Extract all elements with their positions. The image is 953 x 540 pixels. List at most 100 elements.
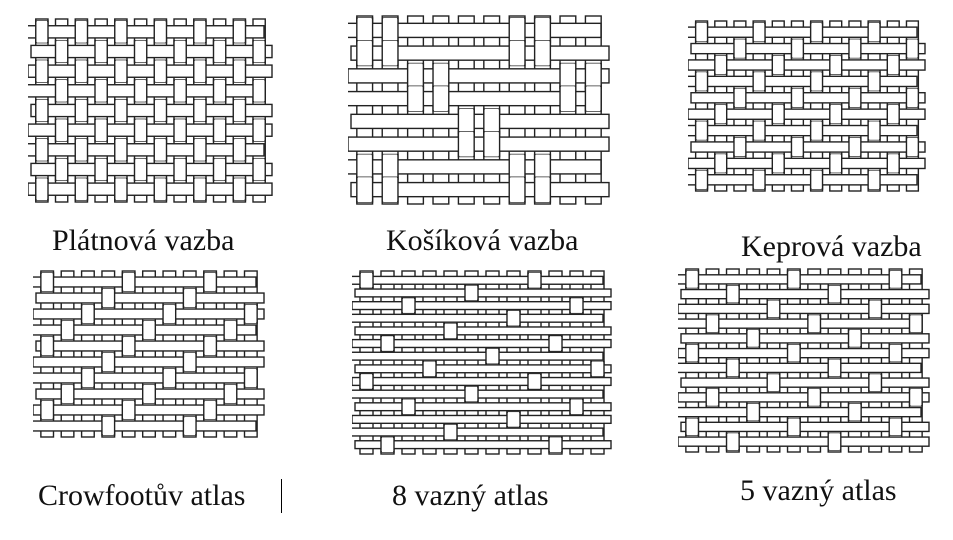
weft-thread [354, 364, 612, 374]
warp-float-fill [204, 337, 216, 355]
weft-thread [35, 292, 265, 304]
weft-thread [690, 141, 926, 153]
warp-float-fill [888, 154, 899, 173]
warp-float-fill [383, 154, 397, 180]
warp-float-fill [408, 86, 423, 111]
weft-thread [33, 308, 265, 320]
weft-thread [688, 26, 918, 38]
warp-float-fill [164, 369, 175, 387]
warp-float-fill [96, 80, 107, 102]
basket-weave-diagram [348, 15, 610, 205]
warp-float-fill [383, 40, 397, 66]
weft-thread [352, 351, 604, 361]
weft-thread [690, 92, 926, 104]
warp-float-fill [135, 40, 146, 63]
weft-thread [28, 182, 273, 196]
warp-float-fill [869, 23, 880, 42]
weft-thread [680, 377, 930, 388]
warp-float-fill [792, 137, 803, 157]
warp-float-fill [62, 321, 73, 339]
warp-float-fill [754, 23, 765, 42]
warp-float-fill [115, 60, 126, 82]
warp-float-fill [792, 88, 803, 107]
warp-float-fill [254, 158, 265, 181]
warp-float-fill [96, 119, 107, 141]
warp-float-fill [96, 40, 107, 63]
crowfoot-satin-diagram [33, 270, 265, 438]
weft-thread [688, 108, 926, 120]
warp-float-fill [586, 86, 601, 111]
eight-harness-satin-svg [352, 270, 612, 455]
warp-float-fill [434, 63, 448, 89]
warp-float-fill [734, 88, 745, 107]
warp-float-fill [204, 401, 216, 419]
warp-float-fill [123, 337, 134, 355]
warp-float-fill [707, 315, 718, 332]
warp-float-fill [507, 412, 520, 427]
warp-float-fill [234, 21, 245, 43]
warp-float-fill [214, 80, 225, 102]
warp-float-fill [76, 139, 87, 161]
warp-float-fill [225, 385, 236, 403]
warp-float-fill [214, 119, 225, 141]
warp-float-fill [357, 18, 372, 43]
warp-float-fill [184, 289, 196, 307]
warp-float-fill [869, 374, 881, 391]
warp-float-fill [115, 178, 126, 200]
warp-float-fill [768, 300, 779, 318]
warp-float-fill [715, 105, 726, 124]
warp-float-fill [890, 344, 901, 362]
warp-float-fill [214, 158, 225, 181]
warp-float-fill [423, 361, 436, 377]
warp-float-fill [36, 60, 47, 82]
warp-float-fill [829, 359, 840, 377]
warp-float-fill [381, 437, 394, 452]
warp-float-fill [907, 39, 918, 58]
warp-float-fill [507, 310, 520, 326]
plain-weave-diagram [28, 18, 273, 203]
warp-float-fill [715, 154, 726, 173]
weft-thread [678, 406, 922, 418]
plain-weave-svg [28, 18, 273, 203]
weft-thread [354, 326, 612, 336]
weft-thread [33, 372, 257, 384]
warp-float-fill [143, 321, 155, 339]
weft-thread [354, 402, 612, 412]
warp-float-fill [76, 178, 87, 200]
weft-thread [354, 440, 612, 450]
warp-thread [752, 20, 766, 192]
weft-thread [678, 392, 930, 403]
weft-thread [30, 162, 273, 177]
warp-float-fill [194, 139, 205, 161]
warp-float-fill [465, 285, 478, 301]
warp-float-fill [123, 273, 134, 291]
crowfoot-satin-caption: Crowfootův atlas [38, 479, 246, 512]
warp-float-fill [36, 21, 47, 43]
warp-float-fill [434, 86, 448, 111]
plain-weave-caption: Plátnová vazba [52, 224, 235, 257]
weft-thread [35, 340, 265, 352]
warp-float-fill [754, 170, 765, 189]
warp-float-fill [686, 344, 698, 362]
weft-thread [352, 275, 604, 285]
five-harness-satin-svg [678, 268, 930, 453]
warp-float-fill [907, 88, 918, 107]
warp-float-fill [888, 105, 899, 124]
weft-thread [678, 436, 930, 447]
crowfoot-satin-svg [33, 270, 265, 438]
warp-float-fill [465, 386, 478, 402]
warp-float-fill [869, 121, 880, 140]
warp-float-fill [234, 60, 245, 82]
warp-float-fill [383, 177, 397, 202]
warp-float-fill [890, 418, 901, 436]
warp-float-fill [62, 385, 73, 403]
twill-weave-diagram [688, 20, 926, 192]
warp-float-fill [734, 137, 745, 157]
warp-float-fill [570, 298, 583, 313]
warp-float-fill [383, 18, 397, 43]
warp-float-fill [402, 399, 415, 415]
weft-thread [352, 313, 604, 323]
warp-float-fill [254, 119, 265, 141]
warp-float-fill [486, 348, 499, 364]
warp-float-fill [245, 305, 257, 323]
